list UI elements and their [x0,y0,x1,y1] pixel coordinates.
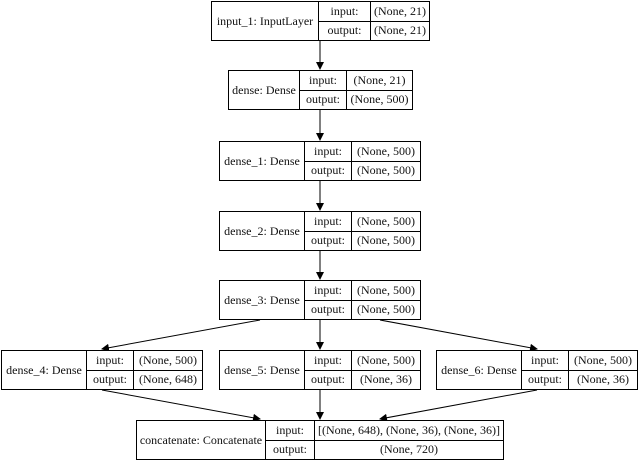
input-shape: (None, 500) [139,352,197,367]
edge-dense_6-to-concatenate [379,389,538,422]
node-dense-3: dense_3: Dense input: (None, 500) output:… [219,280,421,320]
node-name: concatenate: Concatenate [137,421,266,459]
node-name: input_1: InputLayer [212,2,319,40]
output-shape: (None, 648) [139,372,197,387]
input-shape: (None, 500) [357,352,415,367]
input-label: input: [305,142,352,161]
edge-dense_3-to-dense_4 [101,319,261,352]
edge-dense_3-to-dense_6 [379,319,538,352]
input-shape: (None, 500) [357,143,415,158]
input-label: input: [522,351,569,370]
input-label: input: [305,212,352,231]
output-shape: (None, 36) [577,372,629,387]
input-label: input: [305,351,352,370]
node-dense-1: dense_1: Dense input: (None, 500) output:… [219,141,421,181]
node-name: dense: Dense [229,71,300,109]
input-label: input: [319,2,371,21]
node-input-1: input_1: InputLayer input:(None, 21) out… [211,1,430,41]
input-label: input: [266,421,315,440]
node-concatenate: concatenate: Concatenate input:[(None, 6… [136,420,504,460]
output-shape: (None, 36) [360,372,412,387]
output-shape: (None, 21) [374,23,426,38]
output-shape: (None, 720) [380,442,438,457]
output-label: output: [319,21,371,40]
input-shape: (None, 500) [574,352,632,367]
node-dense-2: dense_2: Dense input: (None, 500) output:… [219,211,421,251]
node-name: dense_4: Dense [2,351,87,389]
node-dense: dense: Dense input: (None, 21) output:(No… [228,70,413,110]
input-label: input: [305,281,352,300]
input-label: input: [87,351,134,370]
output-label: output: [305,370,352,389]
output-shape: (None, 500) [350,92,409,107]
output-shape: (None, 500) [357,302,415,317]
edge-dense_4-to-concatenate [101,389,261,422]
output-label: output: [522,370,569,389]
input-label: input: [300,71,347,90]
node-name: dense_3: Dense [220,281,305,319]
input-shape: (None, 21) [353,72,406,87]
output-label: output: [305,300,352,319]
node-name: dense_5: Dense [220,351,305,389]
node-dense-4: dense_4: Dense input: (None, 500) output:… [1,350,203,390]
node-name: dense_1: Dense [220,142,305,180]
output-label: output: [305,161,352,180]
node-dense-5: dense_5: Dense input: (None, 500) output:… [219,350,421,390]
output-label: output: [300,90,347,109]
node-name: dense_6: Dense [437,351,522,389]
node-dense-6: dense_6: Dense input: (None, 500) output:… [436,350,638,390]
input-shape: (None, 21) [374,3,426,18]
input-shape: (None, 500) [357,282,415,297]
output-shape: (None, 500) [357,163,415,178]
input-shape: [(None, 648), (None, 36), (None, 36)] [318,422,500,437]
input-shape: (None, 500) [357,213,415,228]
output-shape: (None, 500) [357,233,415,248]
node-name: dense_2: Dense [220,212,305,250]
output-label: output: [266,440,315,459]
output-label: output: [87,370,134,389]
output-label: output: [305,231,352,250]
